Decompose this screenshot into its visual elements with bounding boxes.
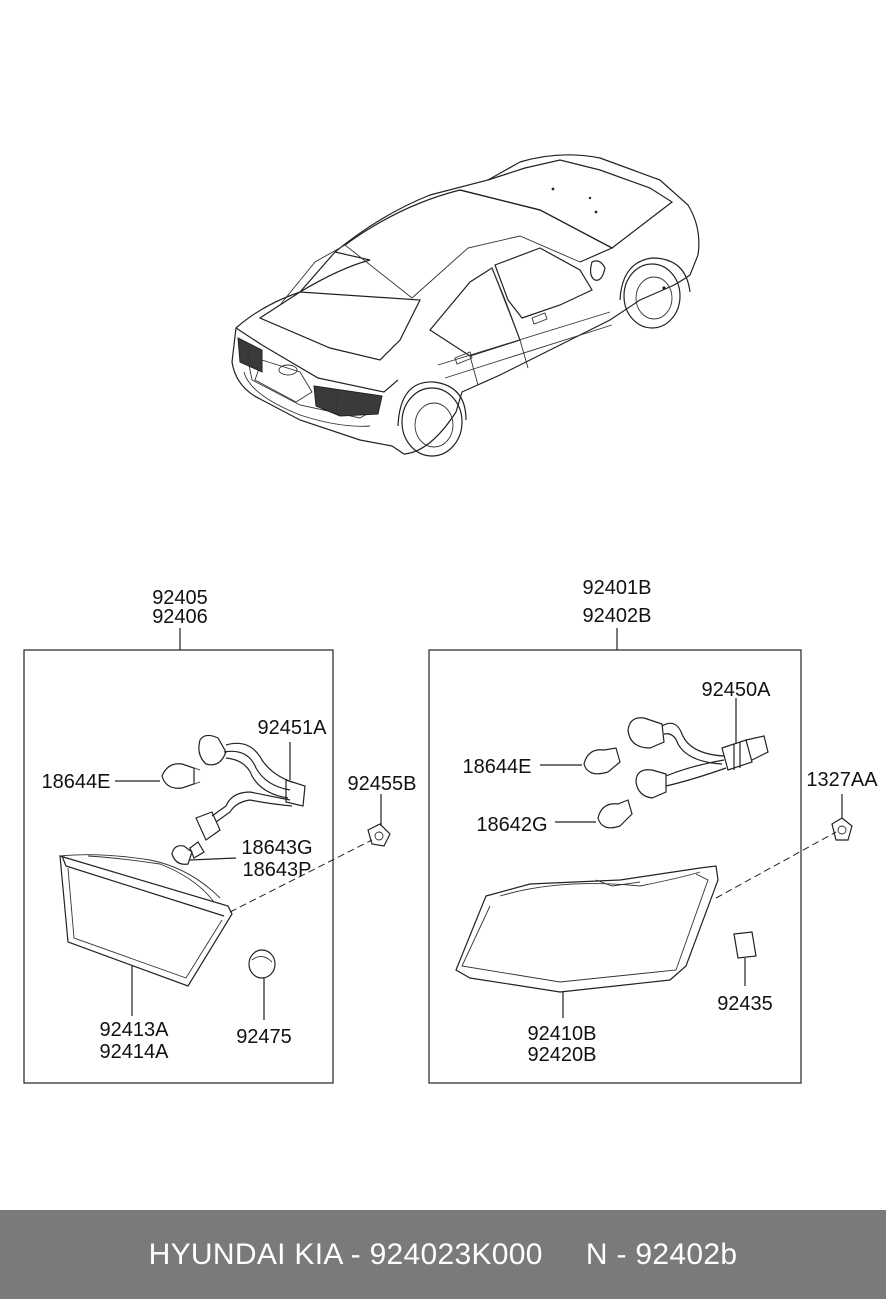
footer-part-number: HYUNDAI KIA - 924023K000 N - 92402b	[148, 1237, 738, 1271]
left-assembly-label-2: 92406	[152, 606, 208, 628]
car-illustration	[231, 154, 700, 457]
label-92413A: 92413A	[100, 1019, 170, 1041]
label-92455B: 92455B	[348, 773, 417, 795]
left-socket-harness	[195, 734, 306, 841]
label-18644E-right: 18644E	[463, 756, 532, 778]
right-group: 92401B 92402B 92450A 18644E 18642G	[428, 577, 802, 1084]
left-bulb-small	[171, 841, 205, 865]
label-92410B: 92410B	[528, 1023, 597, 1045]
right-tail-lamp-highlight	[313, 385, 383, 417]
label-92451A: 92451A	[258, 717, 328, 739]
left-assembly-label-1: 92405	[152, 587, 208, 609]
left-tail-lamp-highlight	[237, 337, 263, 373]
footer-bar: HYUNDAI KIA - 924023K000 N - 92402b	[0, 1210, 886, 1299]
nut-1327AA	[831, 817, 853, 841]
left-lens-housing	[59, 854, 233, 987]
label-92450A: 92450A	[702, 679, 772, 701]
label-18643P: 18643P	[243, 859, 312, 881]
right-bulb-top	[583, 747, 621, 775]
label-92420B: 92420B	[528, 1044, 597, 1066]
right-pad	[733, 931, 757, 959]
label-92475: 92475	[236, 1026, 292, 1048]
right-assembly-label-2: 92402B	[583, 605, 652, 627]
label-1327AA: 1327AA	[806, 769, 878, 791]
left-group-box	[23, 649, 334, 1084]
label-18643G: 18643G	[241, 837, 312, 859]
left-cap	[248, 949, 276, 979]
right-bulb-bottom	[597, 799, 633, 829]
right-harness	[627, 717, 769, 799]
grommet-92455B	[367, 823, 391, 847]
right-lens-housing	[455, 865, 719, 993]
right-group-box	[428, 649, 802, 1084]
label-92414A: 92414A	[100, 1041, 170, 1063]
parts-diagram: 92405 92406 92451A 18644E	[23, 154, 878, 1084]
label-18642G: 18642G	[476, 814, 547, 836]
label-18644E-left: 18644E	[42, 771, 111, 793]
label-92435: 92435	[717, 993, 773, 1015]
right-assembly-label-1: 92401B	[583, 577, 652, 599]
left-group: 92405 92406 92451A 18644E	[23, 587, 334, 1084]
left-bulb-large	[161, 763, 201, 789]
